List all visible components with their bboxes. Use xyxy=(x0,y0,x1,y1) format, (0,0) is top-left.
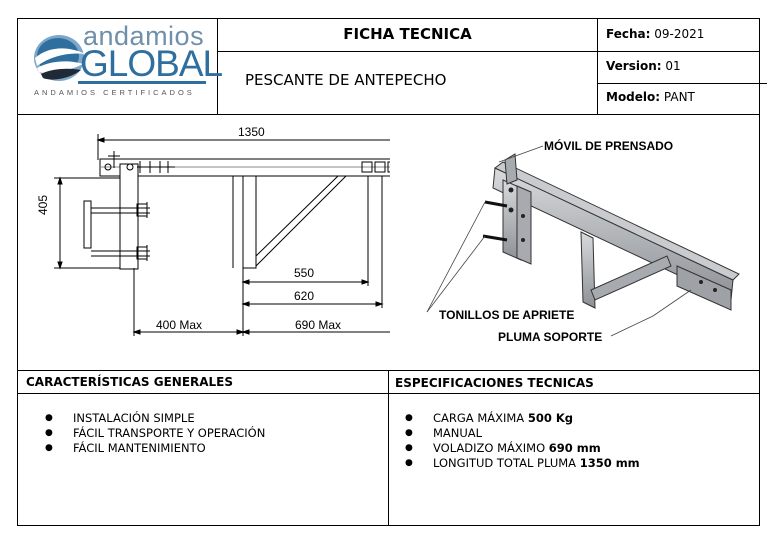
dim-400-max: 400 Max xyxy=(156,318,203,332)
fecha-field: Fecha: 09-2021 xyxy=(606,27,705,41)
dim-690-max: 690 Max xyxy=(295,318,342,332)
list-item: FÁCIL TRANSPORTE Y OPERACIÓN xyxy=(30,426,265,441)
label-movil-prensado: MÓVIL DE PRENSADO xyxy=(544,139,674,153)
document-title: FICHA TECNICA xyxy=(343,25,472,43)
dim-total-length: 1350 xyxy=(238,125,265,139)
list-item: INSTALACIÓN SIMPLE xyxy=(30,411,265,426)
caracteristicas-list: INSTALACIÓN SIMPLE FÁCIL TRANSPORTE Y OP… xyxy=(30,411,265,456)
list-item: CARGA MÁXIMA 500 Kg xyxy=(390,411,640,426)
technical-drawing xyxy=(54,134,390,336)
version-field: Version: 01 xyxy=(606,59,681,73)
product-render xyxy=(426,145,740,337)
dim-550: 550 xyxy=(294,266,315,280)
label-tornillos-apriete: TONILLOS DE APRIETE xyxy=(439,308,575,322)
globe-swoosh-icon xyxy=(34,35,85,81)
label-pluma-soporte: PLUMA SOPORTE xyxy=(498,330,603,344)
logo-brand-main: GLOBAL xyxy=(80,43,223,84)
especificaciones-list: CARGA MÁXIMA 500 Kg MANUAL VOLADIZO MÁXI… xyxy=(390,411,640,471)
especificaciones-title: ESPECIFICACIONES TECNICAS xyxy=(395,376,594,390)
dim-height: 405 xyxy=(36,194,50,215)
list-item: MANUAL xyxy=(390,426,640,441)
list-item: VOLADIZO MÁXIMO 690 mm xyxy=(390,441,640,456)
product-name: PESCANTE DE ANTEPECHO xyxy=(245,71,447,89)
list-item: LONGITUD TOTAL PLUMA 1350 mm xyxy=(390,456,640,471)
list-item: FÁCIL MANTENIMIENTO xyxy=(30,441,265,456)
logo-brand-sub: ANDAMIOS CERTIFICADOS xyxy=(34,88,195,97)
dim-620: 620 xyxy=(294,289,315,303)
modelo-field: Modelo: PANT xyxy=(606,90,695,104)
caracteristicas-title: CARACTERÍSTICAS GENERALES xyxy=(26,375,234,389)
company-logo: andamios GLOBAL ANDAMIOS CERTIFICADOS xyxy=(28,21,223,105)
logo-brand-top: andamios xyxy=(83,21,205,51)
